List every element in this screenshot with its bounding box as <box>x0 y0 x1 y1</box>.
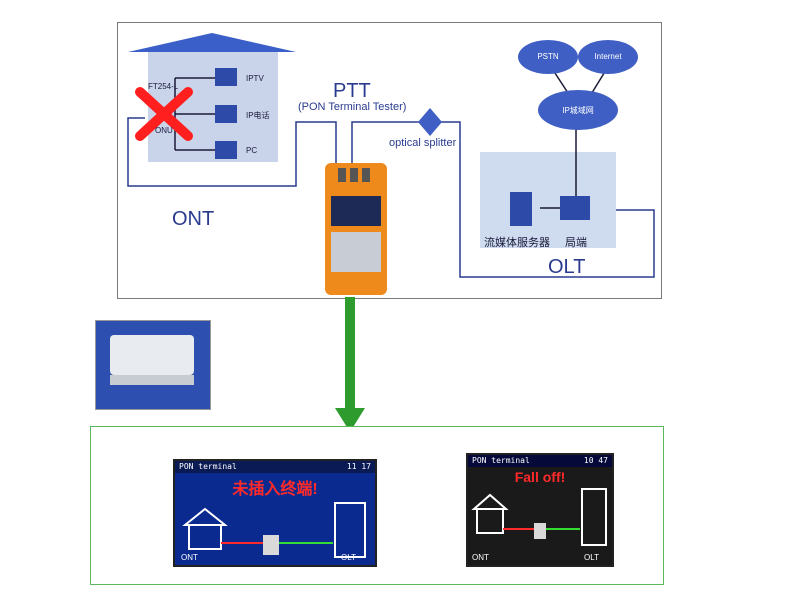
device-label-iptv: IPTV <box>246 74 264 83</box>
screen-right-title: PON terminal <box>472 456 530 465</box>
screen-left-graphic <box>182 502 366 558</box>
screen-left-time: 11 17 <box>346 462 371 471</box>
house-roof <box>128 33 296 52</box>
screen-left-olt: OLT <box>341 553 356 562</box>
device-label-phone: IP电话 <box>246 111 270 120</box>
screen-right-ont: ONT <box>472 553 489 562</box>
splitter-label: optical splitter <box>389 137 457 149</box>
device-label-pc: PC <box>246 146 258 155</box>
screen-right-olt: OLT <box>584 553 599 562</box>
arrow-shaft <box>345 297 355 409</box>
phone-icon <box>215 105 237 123</box>
switch-label: 局端 <box>565 237 587 249</box>
tv-icon <box>215 68 237 86</box>
down-arrow-icon <box>335 408 365 432</box>
screen-left: PON terminal 11 17 未插入终端! ONT OLT <box>173 459 377 567</box>
pstn-cloud <box>518 40 578 74</box>
disconnected-cross-icon <box>135 87 193 141</box>
screen-left-ont: ONT <box>181 553 198 562</box>
screen-right-time: 10 47 <box>583 456 608 465</box>
screen-left-message: 未插入终端! <box>232 481 318 498</box>
screen-left-title: PON terminal <box>179 462 237 471</box>
pc-icon <box>215 141 237 159</box>
splitter-icon <box>418 108 442 136</box>
ont-label: ONT <box>172 208 215 230</box>
screen-right: PON terminal 10 47 Fall off! ONT OLT <box>466 453 614 567</box>
ip-network-label: IP城域网 <box>562 106 594 115</box>
switch-icon <box>560 196 590 220</box>
screen-right-graphic <box>471 488 607 546</box>
ont-device-photo <box>95 320 211 410</box>
ptt-device <box>325 163 387 295</box>
internet-label: Internet <box>594 52 622 61</box>
internet-cloud <box>578 40 638 74</box>
model-label: FT254-L <box>148 82 179 91</box>
ptt-subtitle: (PON Terminal Tester) <box>298 101 407 113</box>
server-label: 流媒体服务器 <box>484 237 550 249</box>
onu-label: ONU <box>155 126 173 135</box>
ptt-title: PTT <box>333 80 371 102</box>
pstn-label: PSTN <box>537 52 559 61</box>
olt-panel <box>480 152 616 248</box>
screen-right-message: Fall off! <box>514 469 566 485</box>
server-icon <box>510 192 532 226</box>
ip-network-cloud <box>538 90 618 130</box>
olt-label: OLT <box>548 256 586 278</box>
